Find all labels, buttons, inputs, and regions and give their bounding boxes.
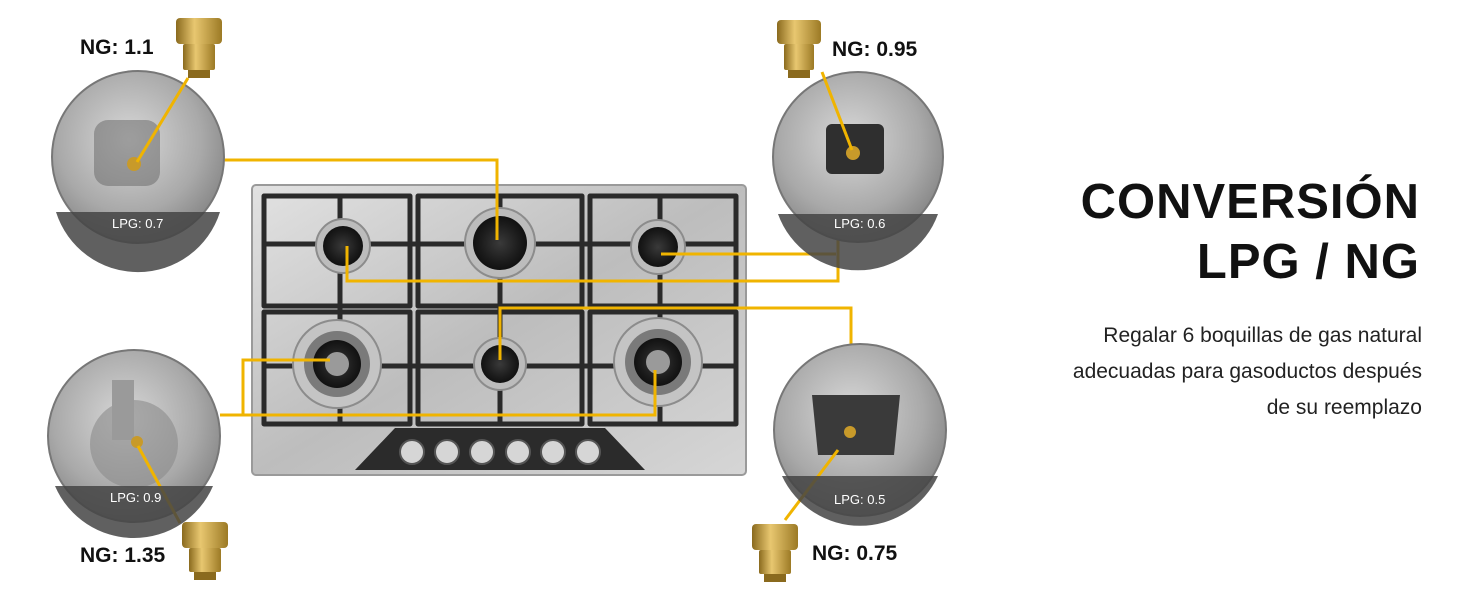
burner-top-right [630,219,686,275]
nozzle-icon [777,20,821,78]
lpg-label-top-left: LPG: 0.7 [112,216,164,231]
ng-label-bottom-left: NG: 1.35 [80,544,166,567]
lpg-label-bottom-left: LPG: 0.9 [110,490,162,505]
description-line-2: adecuadas para gasoductos después [1072,360,1422,383]
control-knobs [399,439,601,465]
page-title: CONVERSIÓN LPG / NG [1081,172,1420,292]
nozzle-icon [176,18,222,78]
lpg-label-top-right: LPG: 0.6 [834,216,886,231]
title-line-1: CONVERSIÓN [1080,175,1420,229]
description: Regalar 6 boquillas de gas natural adecu… [1073,318,1422,426]
ng-label-top-left: NG: 1.1 [80,36,154,59]
nozzle-icon [182,522,228,580]
zoom-bottom-right [773,343,947,526]
cooktop [251,184,747,476]
description-line-1: Regalar 6 boquillas de gas natural [1103,324,1422,347]
burner-top-left [315,218,371,274]
title-line-2: LPG / NG [1196,235,1420,289]
lpg-label-bottom-right: LPG: 0.5 [834,492,886,507]
control-panel [355,428,645,470]
zoom-bottom-left [47,349,221,539]
ng-label-bottom-right: NG: 0.75 [812,542,898,565]
zoom-top-right [772,71,944,271]
burner-top-center [464,207,536,279]
nozzle-icon [752,524,798,582]
burner-bottom-right [613,317,703,407]
description-line-3: de su reemplazo [1266,396,1422,419]
ng-label-top-right: NG: 0.95 [832,38,918,61]
burner-bottom-center [473,337,527,391]
zoom-top-left [51,70,225,273]
burner-bottom-left [292,319,382,409]
